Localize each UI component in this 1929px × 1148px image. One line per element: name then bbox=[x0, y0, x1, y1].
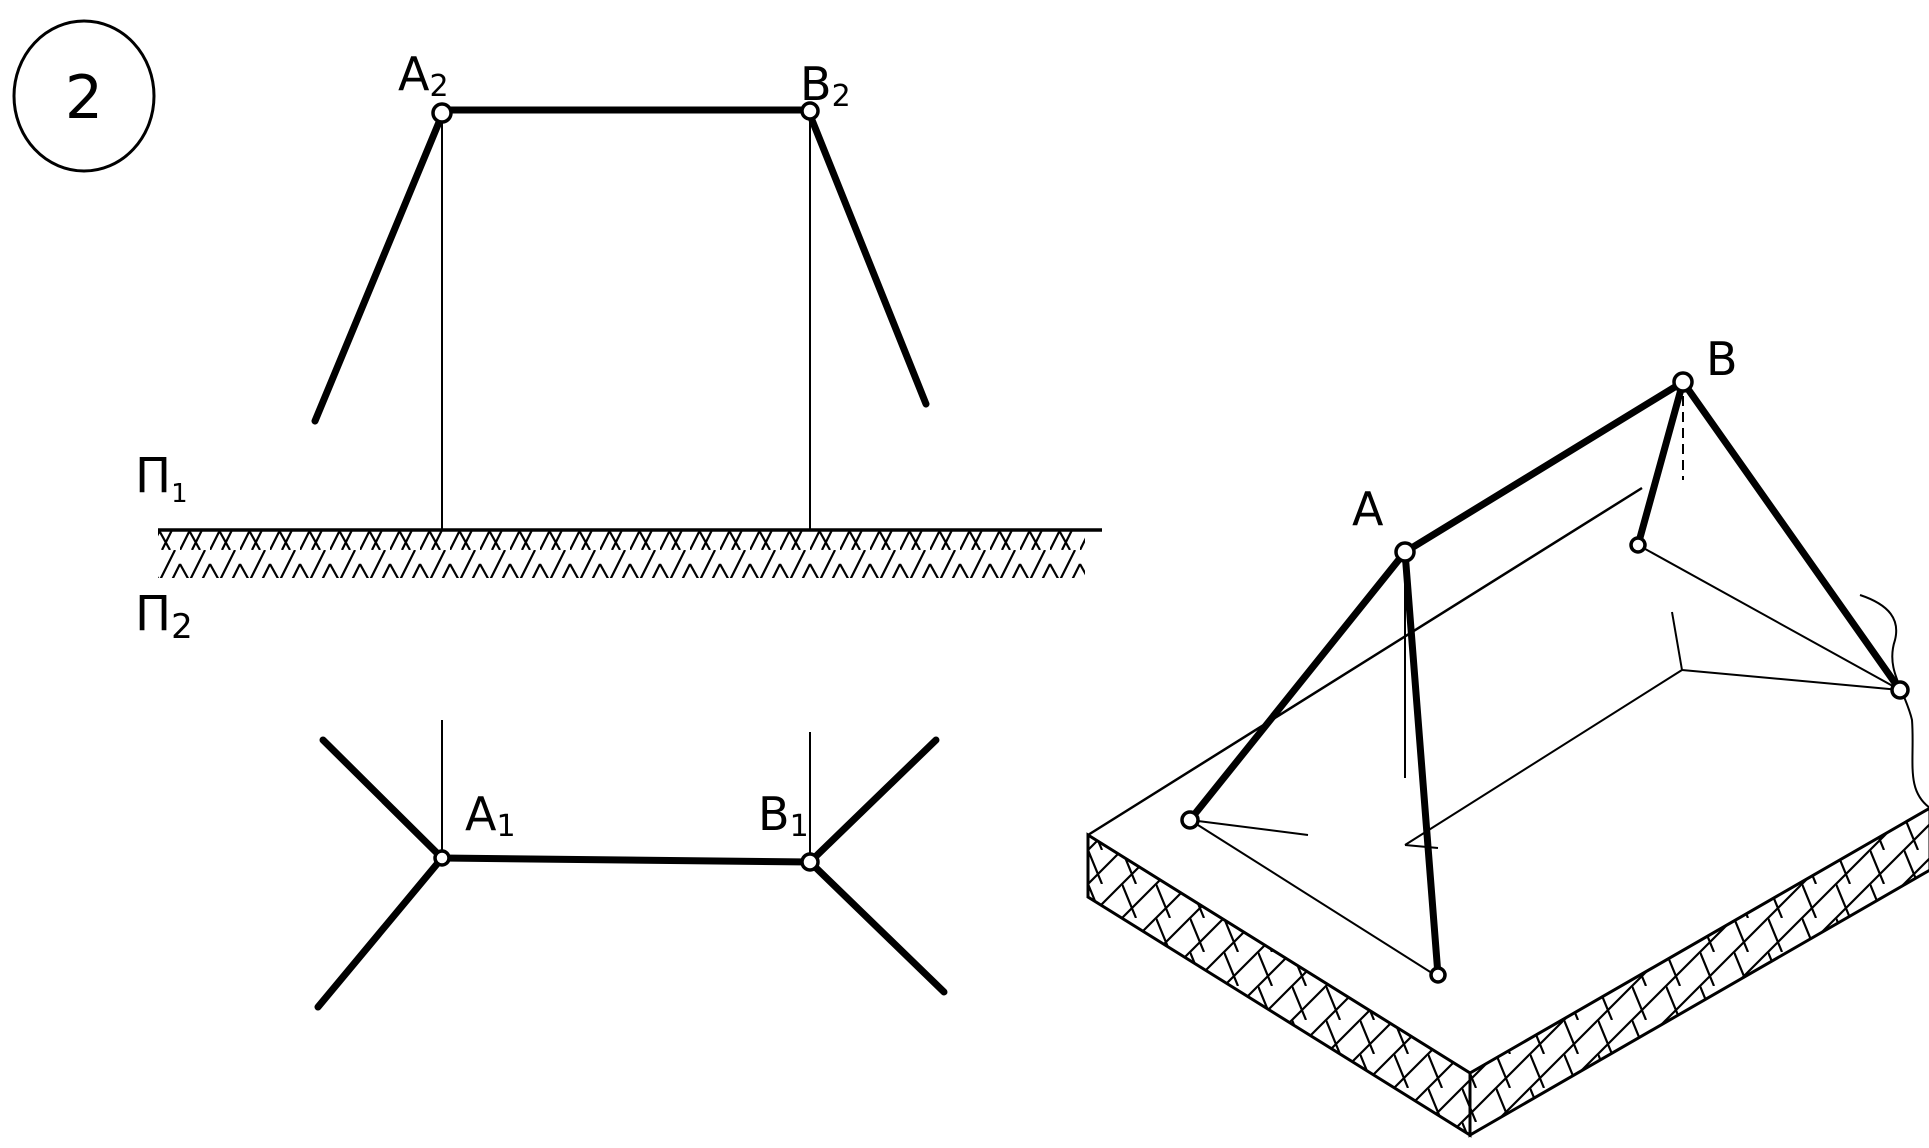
label-b2: B2 bbox=[800, 57, 851, 114]
slab-top-front-edge bbox=[1087, 833, 1471, 1075]
strut-right-front bbox=[806, 111, 930, 408]
label-a1-main: A bbox=[465, 787, 497, 841]
drop-line-b bbox=[1671, 611, 1683, 671]
plane-label-upper-main: П bbox=[135, 448, 171, 504]
label-b2-main: B bbox=[800, 57, 832, 111]
base-node-left bbox=[1180, 810, 1200, 830]
strut-left-front bbox=[311, 111, 446, 425]
point-b bbox=[1672, 371, 1694, 393]
segment-a-b bbox=[1401, 378, 1687, 556]
strut-b-right bbox=[1679, 378, 1904, 694]
point-a1 bbox=[433, 849, 451, 867]
figure-number: 2 bbox=[65, 63, 103, 133]
base-tick-left bbox=[1189, 819, 1309, 836]
label-a: A bbox=[1352, 482, 1384, 536]
label-b1: B1 bbox=[758, 787, 809, 844]
base-tick-right bbox=[1681, 669, 1901, 691]
base-tick-center bbox=[1404, 844, 1439, 849]
slab-break-line bbox=[1859, 594, 1929, 809]
segment-a1-b1 bbox=[438, 854, 814, 866]
base-ridge-projection bbox=[1404, 669, 1683, 846]
slab-top-back-edge bbox=[1087, 486, 1643, 837]
point-a bbox=[1394, 541, 1416, 563]
label-a2-main: A bbox=[398, 47, 430, 101]
plane-label-upper: П1 bbox=[135, 448, 188, 509]
point-b2 bbox=[800, 101, 820, 121]
strut-a-left bbox=[1186, 548, 1409, 824]
slab-side-face bbox=[1468, 806, 1929, 1138]
label-a1: A1 bbox=[465, 787, 516, 844]
strut-top-left-lower bbox=[314, 854, 446, 1011]
isometric-view: A B bbox=[1086, 332, 1929, 1138]
base-line-left bbox=[1189, 819, 1436, 976]
point-a2 bbox=[431, 102, 453, 124]
ground-line bbox=[158, 528, 1102, 578]
label-a1-sub: 1 bbox=[496, 809, 515, 844]
front-view: A2 B2 bbox=[311, 47, 930, 530]
strut-top-right-lower bbox=[806, 858, 948, 996]
strut-b-back bbox=[1634, 378, 1687, 549]
label-b2-sub: 2 bbox=[832, 79, 851, 114]
plane-label-lower-main: П bbox=[135, 586, 171, 642]
base-node-front bbox=[1429, 966, 1447, 984]
base-node-right bbox=[1890, 680, 1910, 700]
strut-a-front bbox=[1401, 548, 1442, 979]
label-b1-sub: 1 bbox=[790, 809, 809, 844]
plane-label-lower: П2 bbox=[135, 586, 193, 647]
base-node-back bbox=[1629, 536, 1647, 554]
label-a2: A2 bbox=[398, 47, 449, 104]
label-b: B bbox=[1706, 332, 1738, 386]
label-b1-main: B bbox=[758, 787, 790, 841]
strut-top-left-upper bbox=[319, 736, 446, 862]
slab-front-face bbox=[1086, 832, 1472, 1138]
slab-top-side-edge bbox=[1469, 807, 1929, 1075]
base-line-right bbox=[1637, 544, 1901, 691]
figure-number-badge: 2 bbox=[12, 19, 156, 173]
label-a2-sub: 2 bbox=[429, 69, 448, 104]
plane-label-upper-sub: 1 bbox=[171, 479, 188, 509]
plane-label-lower-sub: 2 bbox=[171, 607, 193, 647]
ground-hatching bbox=[158, 530, 1085, 578]
point-b1 bbox=[800, 852, 820, 872]
top-view: A1 B1 bbox=[314, 720, 948, 1011]
strut-top-right-upper bbox=[806, 736, 940, 866]
